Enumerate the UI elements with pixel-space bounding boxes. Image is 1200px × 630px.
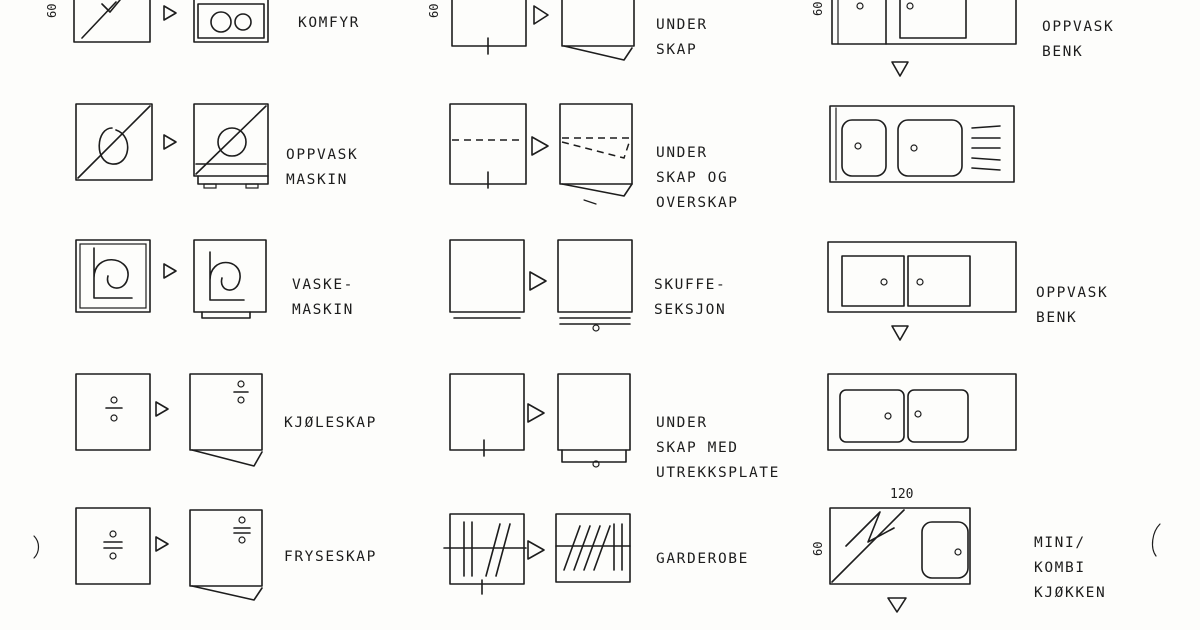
garderobe-plan-symbol (443, 513, 527, 595)
scan-mark (33, 535, 40, 559)
dimension-60-underskap: 60 (427, 4, 441, 18)
label-oppvaskbenk-1: OPPVASK BENK (1042, 18, 1115, 60)
oppvaskbenk-1-symbol (831, 0, 1017, 45)
dimension-60-komfyr: 60 (45, 4, 59, 18)
label-garderobe: GARDEROBE (656, 550, 749, 567)
label-vaskemaskin: VASKE- MASKIN (292, 276, 354, 318)
oppvaskbenk-double-symbol (827, 373, 1017, 451)
label-underskap-overskap: UNDER SKAP OG OVERSKAP (656, 144, 739, 211)
label-komfyr: KOMFYR (298, 14, 360, 31)
komfyr-elevation-symbol (193, 0, 269, 43)
label-underskap-utrekk: UNDER SKAP MED UTREKKSPLATE (656, 414, 780, 481)
arrow-icon (163, 134, 177, 150)
underskap-utrekk-elevation-symbol (557, 373, 631, 468)
vaskemaskin-plan-symbol (75, 239, 151, 313)
oppvaskbenk-drainer-symbol (829, 105, 1015, 183)
label-oppvaskbenk-2: OPPVASK BENK (1036, 284, 1109, 326)
arrow-icon (163, 5, 177, 21)
arrow-icon (527, 540, 545, 560)
label-fryseskap: FRYSESKAP (284, 548, 377, 565)
underskap-overskap-plan-symbol (449, 103, 527, 189)
underskap-overskap-elevation-symbol (559, 103, 633, 205)
arrow-icon (163, 263, 177, 279)
arrow-icon (155, 536, 169, 552)
kjoleskap-elevation-symbol (189, 373, 263, 467)
underskap-elevation-symbol (561, 0, 635, 61)
underskap-plan-symbol (451, 0, 527, 55)
dimension-60-oppvaskbenk: 60 (811, 2, 825, 16)
komfyr-plan-symbol (73, 0, 151, 43)
arrow-icon (531, 136, 549, 156)
fryseskap-plan-symbol (75, 507, 151, 585)
triangle-marker-icon (891, 325, 909, 341)
dimension-120-minikjokken: 120 (890, 487, 913, 502)
oppvaskbenk-2-symbol (827, 241, 1017, 313)
kjoleskap-plan-symbol (75, 373, 151, 451)
label-skuffeseksjon: SKUFFE- SEKSJON (654, 276, 727, 318)
triangle-marker-icon (887, 597, 907, 613)
garderobe-elevation-symbol (555, 513, 631, 583)
minikjokken-symbol (829, 507, 971, 585)
label-minikjokken: MINI/ KOMBI KJØKKEN (1034, 534, 1107, 601)
triangle-marker-icon (891, 61, 909, 77)
arrow-icon (529, 271, 547, 291)
arrow-icon (155, 401, 169, 417)
label-underskap: UNDER SKAP (656, 16, 708, 58)
label-kjoleskap: KJØLESKAP (284, 414, 377, 431)
skuffeseksjon-elevation-symbol (557, 239, 633, 332)
underskap-utrekk-plan-symbol (449, 373, 525, 457)
fryseskap-elevation-symbol (189, 509, 263, 601)
arrow-icon (533, 5, 549, 25)
oppvaskmaskin-elevation-symbol (193, 103, 269, 189)
dimension-60-minikjokken: 60 (811, 542, 825, 556)
oppvaskmaskin-plan-symbol (75, 103, 153, 181)
label-oppvaskmaskin: OPPVASK MASKIN (286, 146, 359, 188)
vaskemaskin-elevation-symbol (193, 239, 267, 319)
arrow-icon (527, 403, 545, 423)
scan-mark (1151, 523, 1161, 557)
skuffeseksjon-plan-symbol (449, 239, 525, 319)
